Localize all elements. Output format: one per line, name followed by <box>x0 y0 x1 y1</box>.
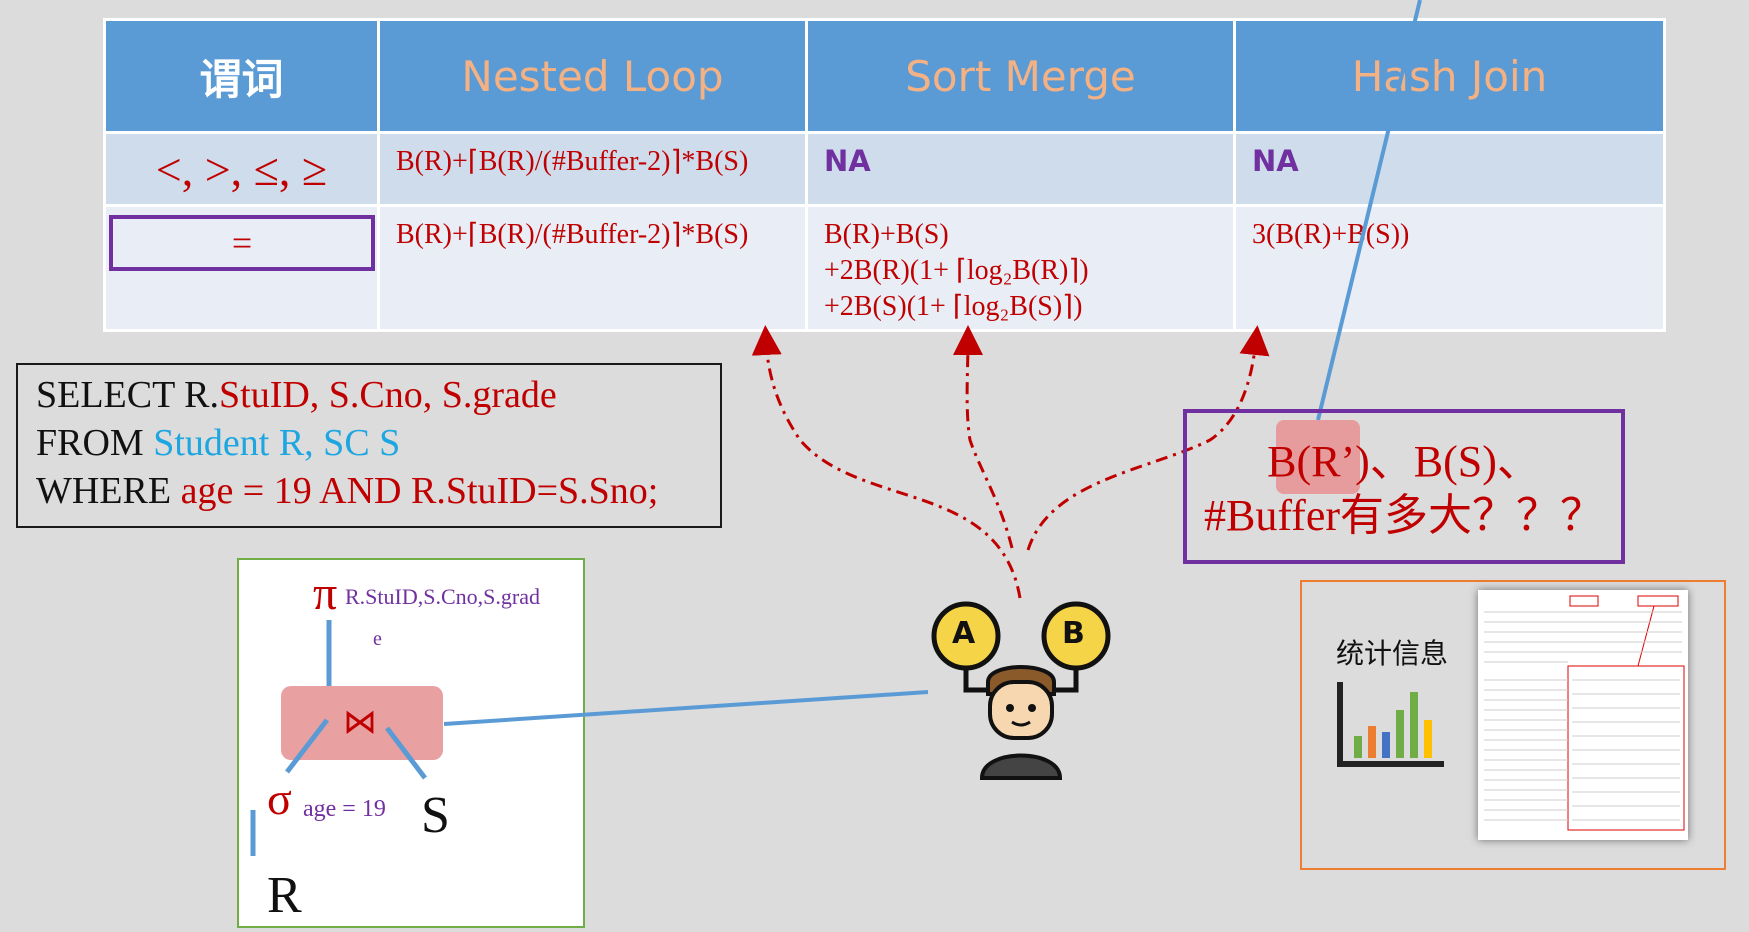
cell-nl-inequality: B(R)+⌈B(R)/(#Buffer-2)⌉*B(S) <box>377 131 808 207</box>
statistics-screenshot <box>1478 590 1688 840</box>
header-hash-join: Hash Join <box>1233 18 1666 134</box>
projection-symbol: π <box>313 567 338 620</box>
r-prime-highlight <box>1276 420 1360 494</box>
selection-symbol: σ <box>267 773 292 824</box>
header-sort-merge: Sort Merge <box>805 18 1236 134</box>
arrow-to-sort-merge <box>952 325 1014 549</box>
header-predicate: 谓词 <box>103 18 380 134</box>
question-box: B(R’)、B(S)、 #Buffer有多大？？？ <box>1183 409 1625 564</box>
query-tree-box: π R.StuID,S.Cno,S.grad e ⋈ σ age = 19 S … <box>237 558 585 928</box>
bar-chart-icon <box>1336 680 1448 770</box>
cell-sm-equality: B(R)+B(S) +2B(R)(1+ ⌈log₂B(R)⌉) +2B(S)(1… <box>805 204 1236 332</box>
join-symbol: ⋈ <box>343 704 377 741</box>
statistics-box <box>1300 580 1726 870</box>
statistics-label: 统计信息 <box>1336 637 1449 670</box>
predicate-equality-highlight: = <box>109 215 375 271</box>
choice-b: B <box>1062 616 1085 651</box>
arrow-to-nested-loop <box>751 325 1022 599</box>
join-cost-table: 谓词 Nested Loop Sort Merge Hash Join <, >… <box>103 18 1666 332</box>
header-nested-loop: Nested Loop <box>377 18 808 134</box>
sql-query-box: SELECT R.StuID, S.Cno, S.grade FROM Stud… <box>16 363 722 528</box>
cell-nl-equality: B(R)+⌈B(R)/(#Buffer-2)⌉*B(S) <box>377 204 808 332</box>
question-line-1: B(R’)、B(S)、 <box>1267 437 1541 486</box>
table-row: B(R)+⌈B(R)/(#Buffer-2)⌉*B(S) B(R)+B(S) +… <box>103 204 1666 332</box>
projection-attributes-tail: e <box>373 628 382 650</box>
choice-a: A <box>952 616 976 651</box>
question-line-2: #Buffer有多大？？？ <box>1203 491 1605 540</box>
leaf-r: R <box>267 867 302 924</box>
person-choosing-icon: A B <box>930 598 1112 780</box>
predicate-inequality: <, >, ≤, ≥ <box>103 131 380 207</box>
selection-condition: age = 19 <box>303 796 386 822</box>
cell-hj-equality: 3(B(R)+B(S)) <box>1233 204 1666 332</box>
projection-attributes: R.StuID,S.Cno,S.grad <box>345 584 540 609</box>
cell-sm-inequality: NA <box>805 131 1236 207</box>
table-row: <, >, ≤, ≥ B(R)+⌈B(R)/(#Buffer-2)⌉*B(S) … <box>103 131 1666 207</box>
leaf-s: S <box>421 787 450 844</box>
cell-hj-inequality: NA <box>1233 131 1666 207</box>
